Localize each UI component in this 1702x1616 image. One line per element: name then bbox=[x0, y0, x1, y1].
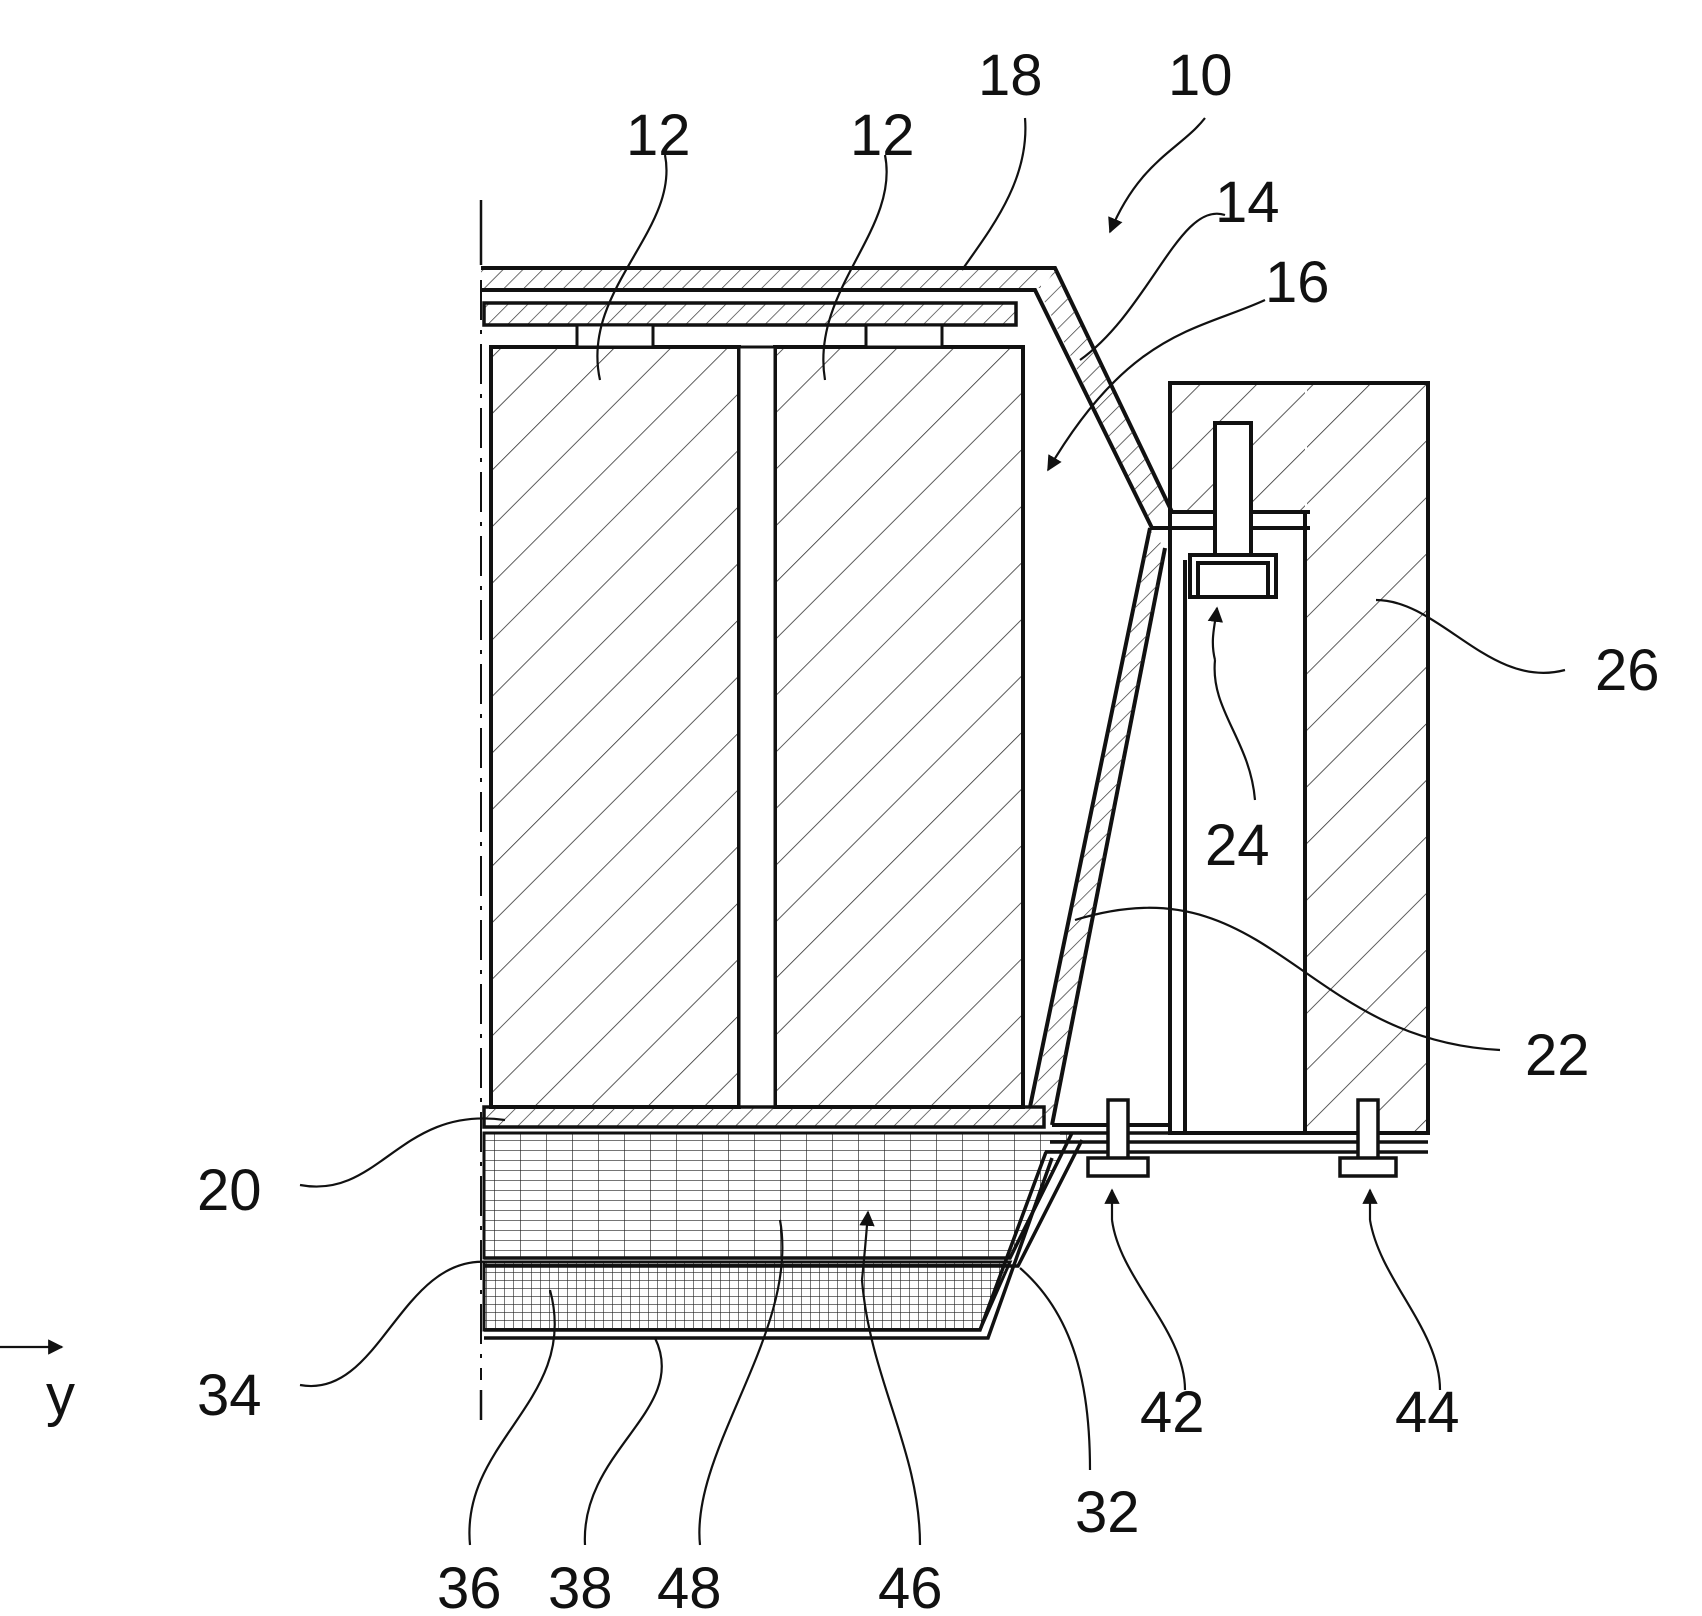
label-10: 10 bbox=[1168, 43, 1233, 108]
label-16: 16 bbox=[1265, 250, 1330, 315]
axis-label-y: y bbox=[46, 1363, 75, 1428]
leader-34 bbox=[300, 1262, 488, 1386]
label-12-left: 12 bbox=[626, 103, 691, 168]
leader-44 bbox=[1370, 1220, 1440, 1390]
label-46: 46 bbox=[878, 1556, 943, 1611]
leader-14 bbox=[1080, 214, 1225, 360]
fastener-42 bbox=[1088, 1100, 1148, 1176]
label-42: 42 bbox=[1140, 1380, 1205, 1445]
leader-42 bbox=[1112, 1220, 1185, 1390]
layer-48 bbox=[484, 1133, 1072, 1258]
leader-32 bbox=[1020, 1268, 1090, 1470]
label-22: 22 bbox=[1525, 1023, 1590, 1088]
leader-38 bbox=[585, 1338, 662, 1545]
label-34: 34 bbox=[197, 1363, 262, 1428]
label-48: 48 bbox=[657, 1556, 722, 1611]
leader-20 bbox=[300, 1118, 505, 1186]
leader-22 bbox=[1075, 908, 1500, 1050]
leader-24 bbox=[1215, 660, 1255, 800]
top-plate bbox=[484, 303, 1016, 325]
label-26: 26 bbox=[1595, 638, 1660, 703]
housing-wall-hatch bbox=[1040, 270, 1170, 526]
label-36: 36 bbox=[437, 1556, 502, 1611]
layer-36 bbox=[484, 1262, 1010, 1330]
bottom-plate bbox=[484, 1107, 1044, 1127]
battery-cell-left bbox=[491, 325, 739, 1107]
label-44: 44 bbox=[1395, 1380, 1460, 1445]
label-38: 38 bbox=[548, 1556, 613, 1611]
label-32: 32 bbox=[1075, 1480, 1140, 1545]
arrow-24 bbox=[1213, 608, 1217, 660]
leader-18 bbox=[962, 118, 1025, 270]
battery-cell-right bbox=[775, 325, 1023, 1107]
label-20: 20 bbox=[197, 1158, 262, 1223]
label-12-right: 12 bbox=[850, 103, 915, 168]
side-wall-hatch bbox=[1033, 530, 1165, 1123]
label-14: 14 bbox=[1215, 170, 1280, 235]
label-24: 24 bbox=[1205, 813, 1270, 878]
cell-separator bbox=[739, 347, 775, 1107]
cover-plate-strip bbox=[481, 270, 1041, 288]
mount-block-26 bbox=[1307, 385, 1426, 1131]
label-18: 18 bbox=[978, 43, 1043, 108]
arrow-10 bbox=[1110, 118, 1205, 232]
